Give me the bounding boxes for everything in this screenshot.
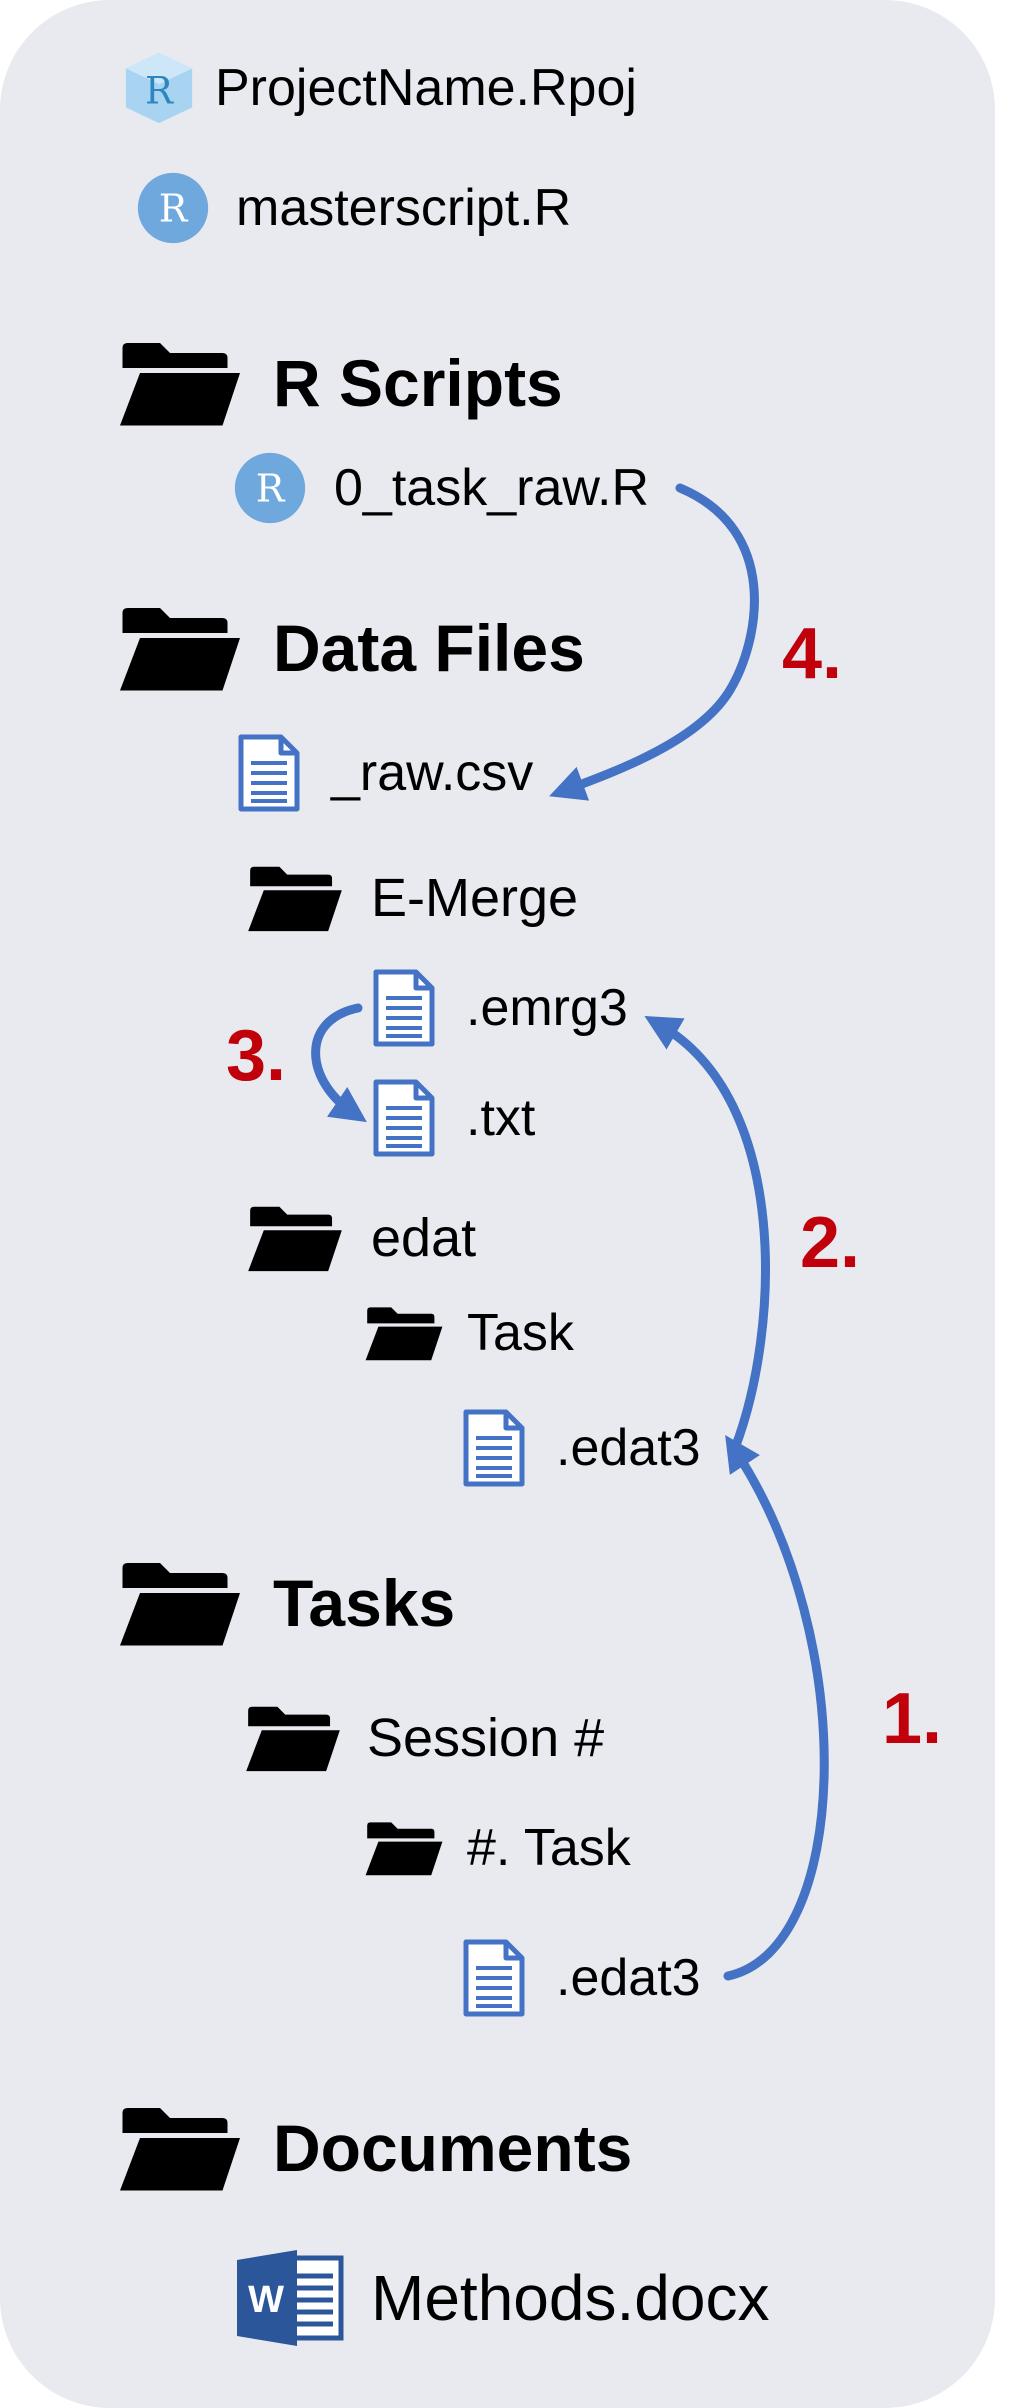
folder-r-scripts: R Scripts (115, 328, 715, 438)
raw-csv-file: _raw.csv (235, 718, 635, 828)
edat-edat3-label: .edat3 (556, 1419, 701, 1477)
step-label-4: 4. (782, 614, 843, 694)
rproj-file-label: ProjectName.Rpoj (215, 59, 637, 117)
master-script-label: masterscript.R (236, 179, 572, 237)
raw-csv-label: _raw.csv (331, 744, 534, 802)
txt-label: .txt (466, 1089, 536, 1147)
task-edat3-file: .edat3 (460, 1923, 760, 2033)
arrow-step-4 (549, 483, 759, 801)
folder-edat-task: Task (363, 1278, 663, 1388)
task-raw-script-file: 0_task_raw.R (230, 433, 730, 543)
folder-session-task-label: #. Task (467, 1819, 631, 1877)
folder-documents-label: Documents (273, 2111, 633, 2185)
arrow-step-2 (644, 1015, 770, 1453)
arrow-step-1 (723, 1434, 829, 1981)
step-label-1: 1. (882, 1679, 943, 1759)
rproj-file: ProjectName.Rpoj (115, 33, 715, 143)
task-edat3-label: .edat3 (556, 1949, 701, 2007)
folder-session-task: #. Task (363, 1793, 763, 1903)
folder-edat: edat (245, 1183, 645, 1293)
folder-data-files: Data Files (115, 593, 715, 703)
arrow-step-3 (311, 1003, 367, 1123)
folder-documents: Documents (115, 2093, 815, 2203)
methods-docx-label: Methods.docx (371, 2262, 770, 2334)
folder-tasks: Tasks (115, 1548, 715, 1658)
folder-edat-task-label: Task (467, 1304, 574, 1362)
folder-session-label: Session # (367, 1708, 605, 1768)
master-script-file: masterscript.R (130, 153, 730, 263)
edat-edat3-file: .edat3 (460, 1393, 760, 1503)
methods-docx-file: Methods.docx (235, 2238, 835, 2358)
step-label-2: 2. (800, 1203, 861, 1283)
folder-tasks-label: Tasks (273, 1566, 456, 1640)
step-label-3: 3. (226, 1016, 287, 1096)
folder-edat-label: edat (371, 1208, 477, 1268)
folder-session: Session # (243, 1683, 743, 1793)
emrg3-file: .emrg3 (370, 953, 670, 1063)
task-raw-script-label: 0_task_raw.R (334, 459, 650, 517)
folder-e-merge: E-Merge (245, 843, 745, 953)
txt-file: .txt (370, 1063, 670, 1173)
folder-e-merge-label: E-Merge (371, 868, 579, 928)
folder-data-files-label: Data Files (273, 611, 585, 685)
folder-r-scripts-label: R Scripts (273, 346, 563, 420)
emrg3-label: .emrg3 (466, 979, 628, 1037)
